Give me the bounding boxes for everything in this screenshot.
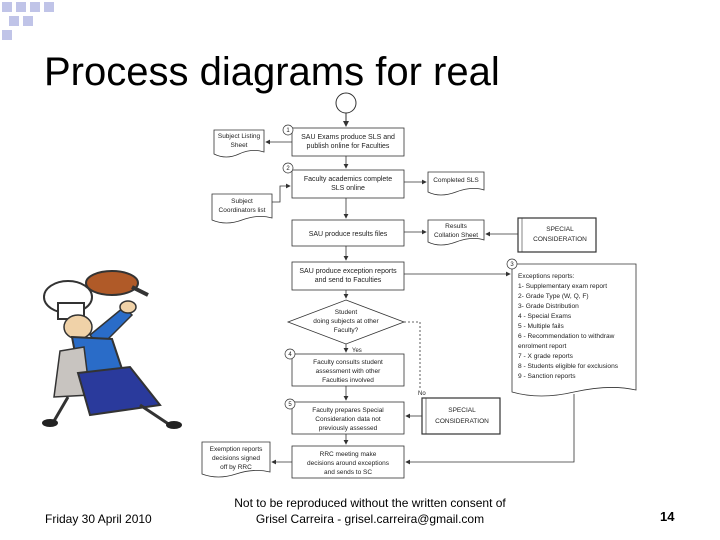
- process-diagram: 1 SAU Exams produce SLS and publish onli…: [201, 92, 637, 479]
- exception-line-1: SAU produce exception reports: [299, 268, 397, 275]
- exceptions-line-6: 5 - Multiple fails: [518, 323, 565, 330]
- step-2-line-1: Faculty academics complete: [304, 176, 392, 183]
- rrc-line-3: and sends to SC: [324, 469, 372, 476]
- no-label: No: [418, 391, 426, 397]
- copyright-line-1: Not to be reproduced without the written…: [234, 496, 506, 510]
- exemption-line-1: Exemption reports: [210, 446, 263, 453]
- step-4-line-2: assessment with other: [316, 368, 382, 375]
- doc-exceptions-reports: 3 Exceptions reports: 1- Supplementary e…: [506, 258, 637, 397]
- step-5-line-1: Faculty prepares Special: [312, 407, 384, 414]
- page-number: 14: [660, 509, 675, 524]
- step-2-number: 2: [286, 166, 290, 172]
- decision-diamond: Student doing subjects at other Faculty?: [286, 299, 406, 345]
- step-4-number: 4: [288, 352, 292, 358]
- chef-illustration: [42, 270, 182, 429]
- subject-listing-line-2: Sheet: [231, 142, 248, 149]
- coordinators-line-1: Subject: [231, 198, 253, 205]
- exemption-line-2: decisions signed: [212, 455, 260, 462]
- step-2-box: 2 Faculty academics complete SLS online: [282, 162, 405, 199]
- step-3-number: 3: [510, 262, 514, 268]
- exceptions-line-8: enrolment report: [518, 343, 567, 350]
- step-1-line-1: SAU Exams produce SLS and: [301, 134, 395, 141]
- collation-line-1: Results: [445, 223, 467, 230]
- rrc-line-1: RRC meeting make: [320, 451, 377, 458]
- exceptions-line-11: 9 - Sanction reports: [518, 373, 576, 380]
- step-4-line-1: Faculty consults student: [313, 359, 383, 366]
- special-2-line-2: CONSIDERATION: [435, 418, 489, 425]
- exceptions-line-1: Exceptions reports:: [518, 273, 575, 280]
- step-4-line-3: Faculties involved: [322, 377, 374, 384]
- step-rrc-meeting: RRC meeting make decisions around except…: [291, 445, 405, 479]
- slide-title: Process diagrams for real: [44, 50, 500, 94]
- doc-subject-listing: Subject Listing Sheet: [213, 129, 265, 158]
- collation-line-2: Collation Sheet: [434, 232, 478, 239]
- exceptions-line-3: 2- Grade Type (W, Q, F): [518, 293, 589, 300]
- sau-results-label: SAU produce results files: [309, 231, 388, 238]
- exceptions-line-2: 1- Supplementary exam report: [518, 283, 607, 290]
- exceptions-line-5: 4 - Special Exams: [518, 313, 572, 320]
- step-5-box: 5 Faculty prepares Special Consideration…: [284, 398, 405, 435]
- step-sau-results: SAU produce results files: [291, 219, 405, 247]
- exceptions-line-10: 8 - Students eligible for exclusions: [518, 363, 619, 370]
- step-5-line-2: Consideration data not: [315, 416, 381, 423]
- coordinators-line-2: Coordinators list: [219, 207, 266, 214]
- footer-date: Friday 30 April 2010: [45, 512, 152, 526]
- special-consideration-2: SPECIAL CONSIDERATION: [421, 397, 501, 435]
- special-2-line-1: SPECIAL: [448, 407, 476, 414]
- decision-line-3: Faculty?: [334, 327, 359, 334]
- doc-exemption-reports: Exemption reports decisions signed off b…: [201, 441, 271, 478]
- exceptions-line-4: 3- Grade Distribution: [518, 303, 579, 310]
- exceptions-line-7: 6 - Recommendation to withdraw: [518, 333, 615, 340]
- decision-line-1: Student: [335, 309, 358, 316]
- special-consideration-1: SPECIAL CONSIDERATION: [517, 217, 597, 253]
- step-1-line-2: publish online for Faculties: [307, 143, 390, 150]
- copyright-line-2: Grisel Carreira - grisel.carreira@gmail.…: [255, 512, 485, 526]
- step-1-number: 1: [286, 128, 290, 134]
- step-1-box: 1 SAU Exams produce SLS and publish onli…: [282, 124, 405, 157]
- decision-line-2: doing subjects at other: [313, 318, 379, 325]
- doc-subject-coordinators: Subject Coordinators list: [211, 193, 273, 224]
- step-5-line-3: previously assessed: [319, 425, 378, 432]
- exceptions-line-9: 7 - X grade reports: [518, 353, 574, 360]
- step-5-number: 5: [288, 402, 292, 408]
- step-2-line-2: SLS online: [331, 185, 365, 192]
- special-1-line-1: SPECIAL: [546, 226, 574, 233]
- yes-label: Yes: [352, 348, 362, 354]
- footer-copyright: Not to be reproduced without the written…: [200, 495, 540, 527]
- subject-listing-line-1: Subject Listing: [218, 133, 261, 140]
- step-4-box: 4 Faculty consults student assessment wi…: [284, 348, 405, 387]
- exemption-line-3: off by RRC: [220, 464, 252, 471]
- special-1-line-2: CONSIDERATION: [533, 236, 587, 243]
- doc-completed-sls: Completed SLS: [427, 171, 485, 196]
- start-node: [335, 92, 357, 114]
- doc-results-collation: Results Collation Sheet: [427, 219, 485, 246]
- step-exception-reports: SAU produce exception reports and send t…: [291, 261, 405, 291]
- rrc-line-2: decisions around exceptions: [307, 460, 390, 467]
- exception-line-2: and send to Faculties: [315, 277, 382, 284]
- completed-sls-label: Completed SLS: [433, 177, 479, 184]
- corner-decoration: [2, 2, 54, 40]
